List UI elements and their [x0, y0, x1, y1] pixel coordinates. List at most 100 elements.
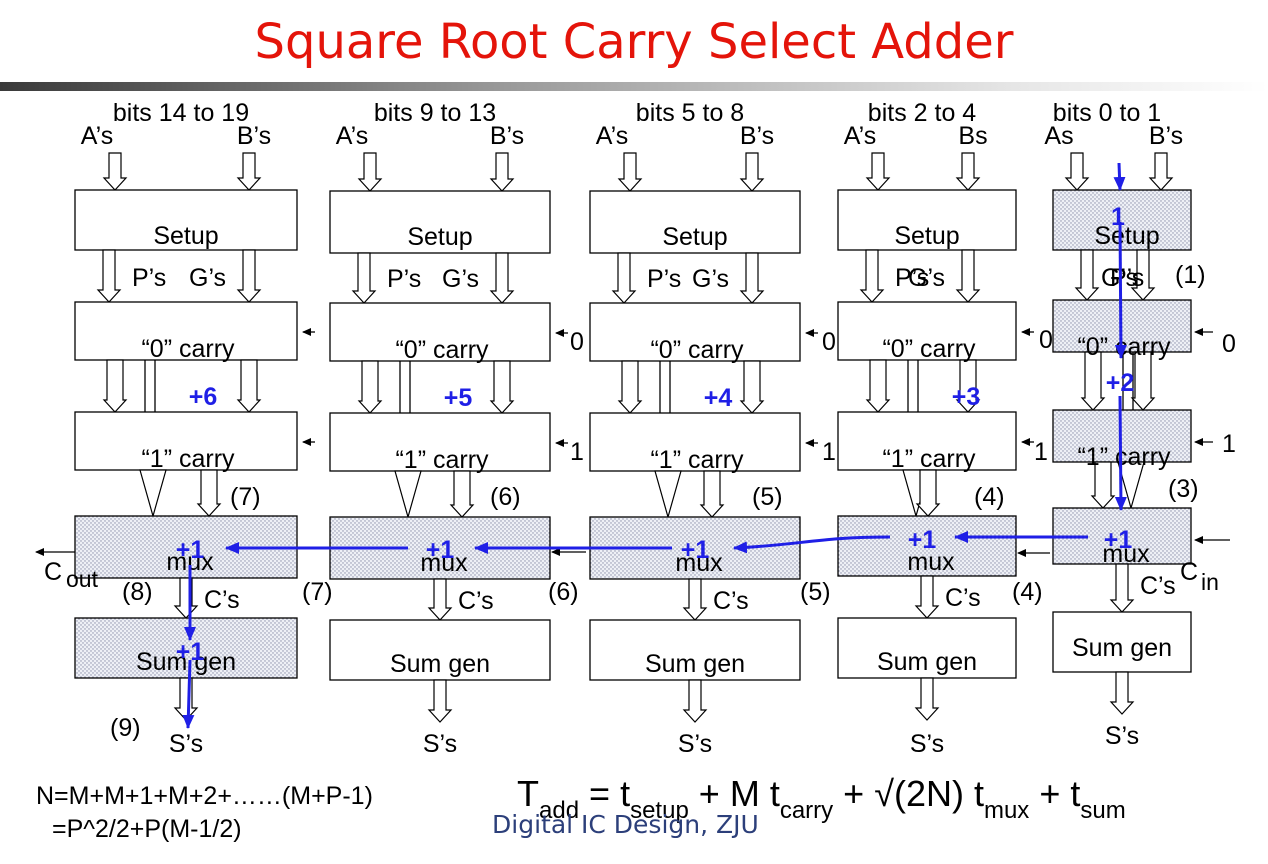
footer-credit: Digital IC Design, ZJU [492, 810, 759, 839]
mux-label: mux [675, 549, 723, 577]
critical-path-segment [1114, 221, 1127, 359]
cout-subscript: out [66, 566, 99, 592]
ss-label: S’s [1105, 722, 1139, 750]
critical-path-step: +1 [908, 526, 937, 554]
stage-delay-tag: (5) [800, 578, 831, 606]
carry1-block [74, 411, 298, 471]
constant-zero-label: 0 [822, 328, 836, 356]
gs-label: G’s [189, 264, 226, 292]
cin-subscript: in [1201, 569, 1219, 595]
constant-one-label: 1 [1034, 438, 1048, 466]
stage-delay-tag: (3) [1168, 475, 1199, 503]
cs-label: C’s [1140, 572, 1176, 600]
carry1-to-mux-arrow [449, 470, 475, 518]
b-input-arrow [1148, 152, 1174, 191]
sumgen-block [837, 617, 1017, 679]
carry1-label: “1” carry [395, 446, 489, 474]
carry0-label: “0” carry [141, 335, 235, 363]
ss-arrow [914, 677, 940, 721]
cs-label: C’s [458, 587, 494, 615]
sumgen-label: Sum gen [645, 650, 745, 678]
setup-label: Setup [1094, 222, 1159, 250]
setup-block [837, 189, 1017, 251]
carry1-to-mux-arrow [1117, 461, 1145, 511]
tadd-formula-part: setup [630, 797, 689, 824]
stage-bits-label: bits 14 to 19 [113, 99, 249, 127]
cs-arrow [427, 578, 453, 621]
n-formula-line1: N=M+M+1+M+2+……(M+P-1) [36, 782, 373, 810]
cs-arrow [173, 577, 199, 619]
critical-path-step: 1 [1111, 203, 1125, 231]
tadd-formula-part: add [539, 797, 579, 824]
critical-path-step: +1 [681, 536, 710, 564]
title-divider-bar [0, 82, 1268, 91]
g-arrow [489, 252, 515, 304]
ss-label: S’s [910, 730, 944, 758]
carry0-down-arrow [617, 360, 643, 414]
setup-label: Setup [153, 222, 218, 250]
setup-block [1052, 189, 1192, 251]
setup-block [329, 190, 551, 254]
ss-arrow [427, 679, 453, 723]
a-input-arrow [865, 152, 891, 191]
cs-label: C’s [204, 586, 240, 614]
carry0-down-arrow [955, 359, 981, 413]
g-arrow [236, 249, 262, 303]
delay-increment-label: +5 [444, 384, 473, 412]
g-arrow [955, 249, 981, 303]
a-input-label: A’s [81, 122, 113, 150]
cs-arrow [682, 578, 708, 621]
stage-delay-tag: (6) [548, 578, 579, 606]
gs-label: G’s [442, 265, 479, 293]
constant-zero-label: 0 [570, 328, 584, 356]
mux-label: mux [420, 549, 468, 577]
carry0-down-arrow [102, 359, 128, 413]
carry0-label: “0” carry [1077, 333, 1171, 361]
carry0-label: “0” carry [882, 335, 976, 363]
carry1-block [329, 412, 551, 472]
critical-path-segment [733, 535, 891, 554]
stage-delay-tag: (1) [1175, 261, 1206, 289]
b-input-arrow [489, 152, 515, 192]
sumgen-block [329, 619, 551, 681]
p-arrow [96, 249, 122, 303]
delay-increment-label: +4 [704, 384, 733, 412]
sumgen-label: Sum gen [136, 648, 236, 676]
critical-path-segment [1113, 162, 1126, 191]
ss-label: S’s [423, 730, 457, 758]
carry0-block [329, 302, 551, 362]
tadd-formula-part: sum [1080, 797, 1125, 824]
carry0-label: “0” carry [650, 336, 744, 364]
b-input-label: B’s [490, 122, 524, 150]
carry1-label: “1” carry [650, 446, 744, 474]
cin-label: C [1180, 558, 1198, 586]
b-input-arrow [739, 152, 765, 192]
g-arrow [1130, 249, 1156, 301]
ps-label: P’s [387, 265, 421, 293]
tadd-formula: Tadd = tsetup + M tcarry + √(2N) tmux + … [517, 773, 1126, 824]
ps-label: P’s [647, 265, 681, 293]
b-input-arrow [955, 152, 981, 191]
delay-increment-label: +3 [952, 383, 981, 411]
setup-label: Setup [407, 223, 472, 251]
mux-block [837, 515, 1017, 577]
n-formula-line2: =P^2/2+P(M-1/2) [52, 815, 242, 843]
setup-block [74, 189, 298, 251]
carry1-to-mux-arrow [654, 470, 682, 520]
carry1-label: “1” carry [141, 445, 235, 473]
carry0-down-arrow [489, 360, 515, 414]
carry0-down-arrow [357, 360, 383, 414]
constant-one-label: 1 [822, 438, 836, 466]
sumgen-label: Sum gen [390, 650, 490, 678]
sumgen-block [1052, 611, 1192, 673]
tadd-formula-part: = t [579, 773, 630, 814]
carry0-down-arrow [739, 360, 765, 414]
carry1-block [837, 411, 1017, 471]
a-input-arrow [1064, 152, 1090, 191]
constant-zero-label: 0 [1039, 326, 1053, 354]
carry1-block [1052, 409, 1192, 463]
sumgen-label: Sum gen [1072, 634, 1172, 662]
a-input-label: A’s [336, 122, 368, 150]
a-input-label: A’s [596, 122, 628, 150]
stage-bits-label: bits 9 to 13 [374, 99, 496, 127]
